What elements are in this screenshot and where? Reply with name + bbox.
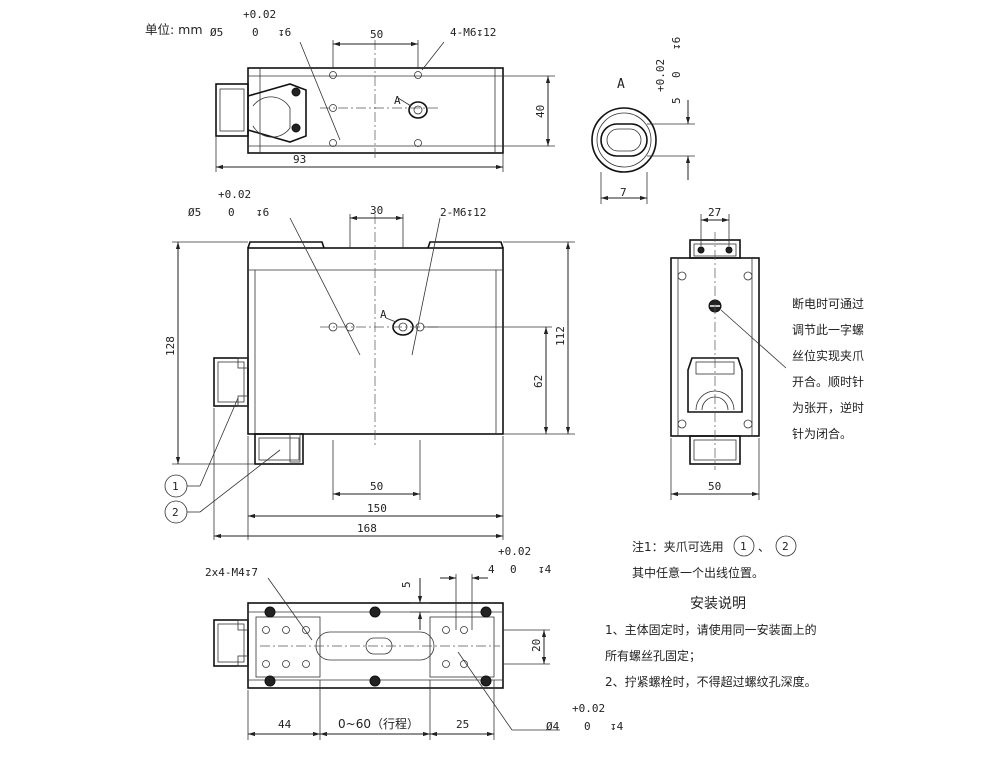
bottom-hole-depth: ↧4 xyxy=(610,720,624,733)
side-view xyxy=(670,214,787,500)
install-notes: 安装说明 1、主体固定时，请使用同一安装面上的 所有螺丝孔固定； 2、拧紧螺栓时… xyxy=(605,596,817,689)
front-view xyxy=(164,214,575,540)
side-note-line: 丝位实现夹爪 xyxy=(792,348,864,363)
front-dim-112: 112 xyxy=(554,326,567,346)
front-dim-50: 50 xyxy=(370,480,383,493)
note-1: 注1：夹爪可选用 1 、 2 其中任意一个出线位置。 xyxy=(632,535,797,580)
side-note-line: 调节此一字螺 xyxy=(792,322,864,337)
top-dim-50: 50 xyxy=(370,28,383,41)
front-hole-dia: Ø5 xyxy=(188,206,201,219)
bottom-view xyxy=(213,574,560,740)
top-dim-40: 40 xyxy=(534,105,547,118)
detail-a-tol-lower: 0 xyxy=(670,71,683,78)
note1-line1-prefix: 注1：夹爪可选用 xyxy=(632,539,724,554)
detail-a-dim-7: 7 xyxy=(620,186,627,199)
unit-label: 单位: mm xyxy=(145,22,203,37)
top-view xyxy=(215,40,555,172)
bottom-dim-44: 44 xyxy=(278,718,292,731)
front-thread-label: 2-M6↧12 xyxy=(440,206,486,219)
detail-a-nominal: 5 xyxy=(670,97,683,104)
callout-1: 1 xyxy=(172,480,179,493)
bottom-dim-5: 5 xyxy=(400,581,413,588)
bottom-dim-25: 25 xyxy=(456,718,469,731)
detail-a-tol-upper: +0.02 xyxy=(654,59,667,92)
side-dim-50: 50 xyxy=(708,480,721,493)
bottom-tol-lower: 0 xyxy=(510,563,517,576)
front-dim-30: 30 xyxy=(370,204,383,217)
bottom-thread-label: 2x4-M4↧7 xyxy=(205,566,258,579)
detail-a xyxy=(591,100,695,204)
bottom-hole-tol-upper: +0.02 xyxy=(572,702,605,715)
top-hole-depth: ↧6 xyxy=(278,26,291,39)
front-view-marker: A xyxy=(380,308,387,321)
side-note: 断电时可通过 调节此一字螺 丝位实现夹爪 开合。顺时针 为张开，逆时 针为闭合。 xyxy=(792,296,864,441)
bottom-hole-tol-lower: 0 xyxy=(584,720,591,733)
bottom-hole-dia: Ø4 xyxy=(546,720,560,733)
callout-2: 2 xyxy=(172,506,179,519)
side-dim-27: 27 xyxy=(708,206,721,219)
bottom-nominal: 4 xyxy=(488,563,495,576)
front-dim-62: 62 xyxy=(532,375,545,388)
top-view-marker: A xyxy=(394,94,401,107)
side-note-line: 为张开，逆时 xyxy=(792,400,864,415)
bottom-tol-upper: +0.02 xyxy=(498,545,531,558)
bottom-dim-20: 20 xyxy=(530,639,543,652)
side-note-line: 针为闭合。 xyxy=(792,426,852,441)
note1-option-2: 2 xyxy=(782,540,789,553)
side-note-line: 开合。顺时针 xyxy=(792,374,864,389)
top-hole-dia: Ø5 xyxy=(210,26,223,39)
detail-a-label: A xyxy=(617,77,625,92)
install-title: 安装说明 xyxy=(690,596,746,612)
detail-a-depth: ↧6 xyxy=(670,37,683,50)
top-dim-93: 93 xyxy=(293,153,306,166)
front-hole-tol-upper: +0.02 xyxy=(218,188,251,201)
top-hole-tol-upper: +0.02 xyxy=(243,8,276,21)
install-line2: 所有螺丝孔固定； xyxy=(605,648,701,663)
front-hole-tol-lower: 0 xyxy=(228,206,235,219)
install-line3: 2、拧紧螺栓时，不得超过螺纹孔深度。 xyxy=(605,674,817,689)
top-thread-label: 4-M6↧12 xyxy=(450,26,496,39)
note1-option-1: 1 xyxy=(740,540,747,553)
side-note-line: 断电时可通过 xyxy=(792,296,864,311)
front-dim-128: 128 xyxy=(164,336,177,356)
bottom-stroke-label: 0~60（行程） xyxy=(338,716,419,731)
note1-separator: 、 xyxy=(758,540,770,554)
front-dim-150: 150 xyxy=(367,502,387,515)
front-dim-168: 168 xyxy=(357,522,377,535)
bottom-depth: ↧4 xyxy=(538,563,552,576)
front-hole-depth: ↧6 xyxy=(256,206,269,219)
install-line1: 1、主体固定时，请使用同一安装面上的 xyxy=(605,622,817,637)
top-hole-tol-lower: 0 xyxy=(252,26,259,39)
note1-line2: 其中任意一个出线位置。 xyxy=(632,565,764,580)
